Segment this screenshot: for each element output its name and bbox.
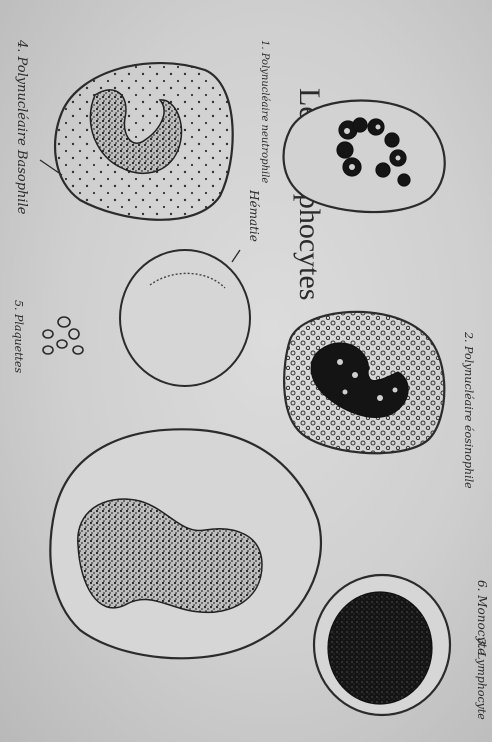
red-blood-cell [120, 250, 250, 386]
basophil-cell [55, 63, 233, 220]
eosinophil-label: 2. Polynucléaire éosinophile [462, 331, 475, 489]
eosinophil-cell [284, 312, 444, 453]
platelets [43, 317, 83, 354]
lymphocyte-cell [314, 575, 450, 715]
basophil-label: 4. Polynucléaire Basophile [14, 39, 29, 215]
neutrophil-label: 1. Polynucléaire neutrophile [259, 40, 270, 183]
neutrophil-cell [284, 100, 445, 212]
red-cell-label: Hématie [247, 189, 261, 242]
lymphocyte-label: 3. Lymphocyte [475, 638, 488, 720]
platelets-label: 5. Plaquettes [12, 300, 25, 373]
monocyte-cell [50, 429, 321, 658]
